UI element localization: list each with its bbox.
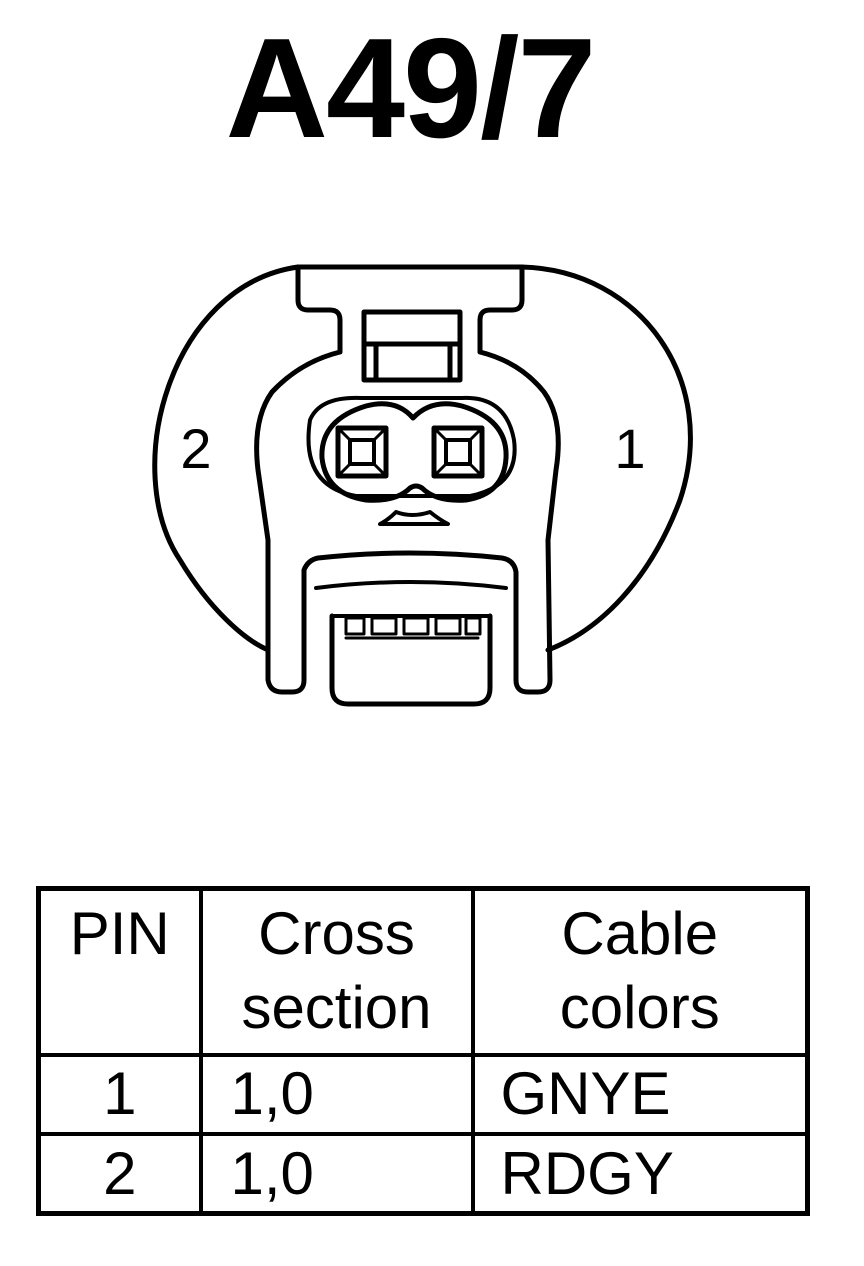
- cell-pin: 2: [36, 1132, 203, 1216]
- pin-assignment-table: PIN Cross section Cable colors 1 1,0 GNY…: [36, 886, 810, 1216]
- key-rib: [434, 616, 462, 636]
- cell-cable-color: GNYE: [470, 1052, 810, 1136]
- locking-bar: [314, 580, 508, 590]
- terminal-1-outer: [431, 425, 485, 479]
- table-header-row: PIN Cross section Cable colors: [36, 886, 810, 1057]
- pin-2-label: 2: [180, 417, 211, 480]
- terminal-cavities: [319, 401, 509, 503]
- terminal-2-inner: [348, 438, 376, 466]
- connector-title: A49/7: [225, 9, 597, 168]
- table-row: 1 1,0 GNYE: [36, 1052, 810, 1136]
- latch-tab: [254, 264, 561, 695]
- bottom-key: [329, 613, 493, 707]
- cell-cross-section: 1,0: [198, 1052, 475, 1136]
- key-rib: [464, 616, 482, 636]
- pin-1-label: 1: [614, 417, 645, 480]
- housing-outline: [152, 264, 693, 653]
- header-pin: PIN: [36, 886, 203, 1057]
- terminal-1-inner: [444, 438, 472, 466]
- cell-cable-color: RDGY: [470, 1132, 810, 1216]
- key-rib: [402, 616, 430, 636]
- connector-diagram: 2 1: [152, 264, 693, 707]
- key-rib: [344, 616, 366, 636]
- header-cable-colors: Cable colors: [470, 886, 810, 1057]
- table-row: 2 1,0 RDGY: [36, 1132, 810, 1216]
- key-rib: [370, 616, 398, 636]
- terminal-2-outer: [335, 425, 389, 479]
- terminal-recess: [306, 395, 517, 498]
- cell-pin: 1: [36, 1052, 203, 1136]
- cell-cross-section: 1,0: [198, 1132, 475, 1216]
- header-cross-section: Cross section: [198, 886, 475, 1057]
